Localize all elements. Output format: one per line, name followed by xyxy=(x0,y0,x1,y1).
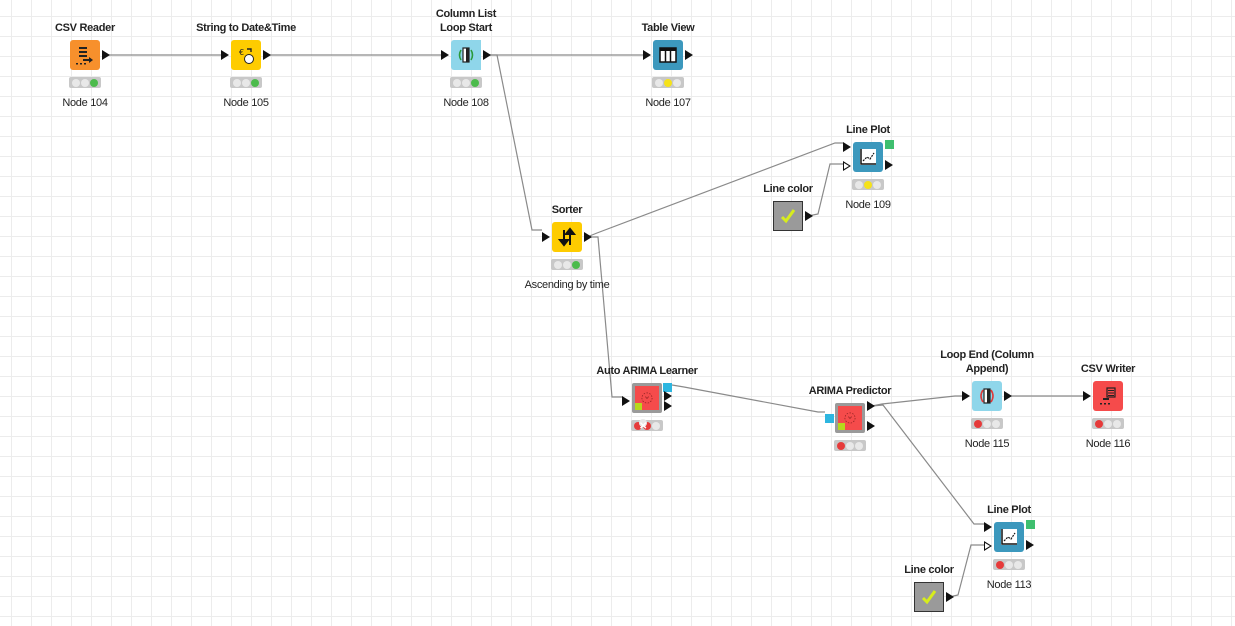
output-port-1[interactable] xyxy=(867,401,875,411)
input-port[interactable] xyxy=(1083,391,1091,401)
arima-icon[interactable] xyxy=(632,383,662,413)
node-caption[interactable]: Node 108 xyxy=(443,97,489,109)
file-writer-icon[interactable] xyxy=(1093,381,1123,411)
node-caption[interactable]: Node 105 xyxy=(223,97,269,109)
line-chart-icon[interactable] xyxy=(853,142,883,172)
input-port[interactable] xyxy=(221,50,229,60)
node-title: Line color xyxy=(763,183,813,195)
input-port-data[interactable] xyxy=(843,142,851,152)
input-port-data[interactable] xyxy=(984,522,992,532)
node-caption[interactable]: Ascending by time xyxy=(524,279,610,291)
node-caption[interactable]: Node 109 xyxy=(845,199,891,211)
status-traffic-light xyxy=(551,259,583,270)
node-caption[interactable]: Node 107 xyxy=(645,97,691,109)
output-port[interactable] xyxy=(584,232,592,242)
output-port[interactable] xyxy=(885,160,893,170)
status-traffic-light xyxy=(993,559,1025,570)
arima-icon[interactable] xyxy=(835,403,865,433)
node-title: Line color xyxy=(904,564,954,576)
status-traffic-light xyxy=(69,77,101,88)
view-output-port[interactable] xyxy=(1026,520,1035,529)
output-port-2[interactable] xyxy=(867,421,875,431)
output-port-2[interactable] xyxy=(664,401,672,411)
file-reader-icon[interactable] xyxy=(70,40,100,70)
status-traffic-light xyxy=(230,77,262,88)
loop-start-icon[interactable] xyxy=(451,40,481,70)
error-icon[interactable]: ✕ xyxy=(638,418,648,432)
node-title: String to Date&Time xyxy=(196,22,296,34)
node-caption[interactable]: Node 116 xyxy=(1085,438,1131,450)
node-title: Sorter xyxy=(551,204,583,216)
status-traffic-light: ✕ xyxy=(631,418,663,432)
node-caption[interactable]: Node 113 xyxy=(986,579,1032,591)
flow-variable-output-port[interactable] xyxy=(946,592,954,602)
output-port[interactable] xyxy=(102,50,110,60)
status-traffic-light xyxy=(971,418,1003,429)
status-traffic-light xyxy=(652,77,684,88)
svg-text:€: € xyxy=(239,48,244,57)
node-title: Auto ARIMA Learner xyxy=(596,365,698,377)
input-port[interactable] xyxy=(962,391,970,401)
status-traffic-light xyxy=(852,179,884,190)
node-caption[interactable]: Node 104 xyxy=(62,97,108,109)
input-port[interactable] xyxy=(441,50,449,60)
node-title: Column List Loop Start xyxy=(435,8,497,34)
input-port-flow-variable[interactable] xyxy=(984,541,992,551)
checkmark-icon[interactable] xyxy=(773,201,803,231)
model-input-port[interactable] xyxy=(825,414,834,423)
output-port[interactable] xyxy=(1004,391,1012,401)
checkmark-icon[interactable] xyxy=(914,582,944,612)
line-chart-icon[interactable] xyxy=(994,522,1024,552)
input-port[interactable] xyxy=(542,232,550,242)
input-port-flow-variable[interactable] xyxy=(843,161,851,171)
model-output-port[interactable] xyxy=(663,383,672,392)
node-title: ARIMA Predictor xyxy=(808,385,892,397)
node-caption[interactable]: Node 115 xyxy=(964,438,1010,450)
loop-end-icon[interactable] xyxy=(972,381,1002,411)
input-port[interactable] xyxy=(622,396,630,406)
date-convert-icon[interactable]: € xyxy=(231,40,261,70)
status-traffic-light xyxy=(1092,418,1124,429)
output-port[interactable] xyxy=(483,50,491,60)
output-port[interactable] xyxy=(263,50,271,60)
flow-variable-output-port[interactable] xyxy=(805,211,813,221)
sort-icon[interactable] xyxy=(552,222,582,252)
table-icon[interactable] xyxy=(653,40,683,70)
status-traffic-light xyxy=(450,77,482,88)
input-port[interactable] xyxy=(643,50,651,60)
node-title: Loop End (Column Append) xyxy=(940,349,1034,375)
node-title: Table View xyxy=(641,22,695,34)
node-title: Line Plot xyxy=(987,504,1031,516)
status-traffic-light xyxy=(834,440,866,451)
output-port[interactable] xyxy=(685,50,693,60)
node-title: Line Plot xyxy=(846,124,890,136)
output-port[interactable] xyxy=(1026,540,1034,550)
output-port-1[interactable] xyxy=(664,391,672,401)
node-title: CSV Writer xyxy=(1080,363,1136,375)
view-output-port[interactable] xyxy=(885,140,894,149)
node-title: CSV Reader xyxy=(55,22,115,34)
